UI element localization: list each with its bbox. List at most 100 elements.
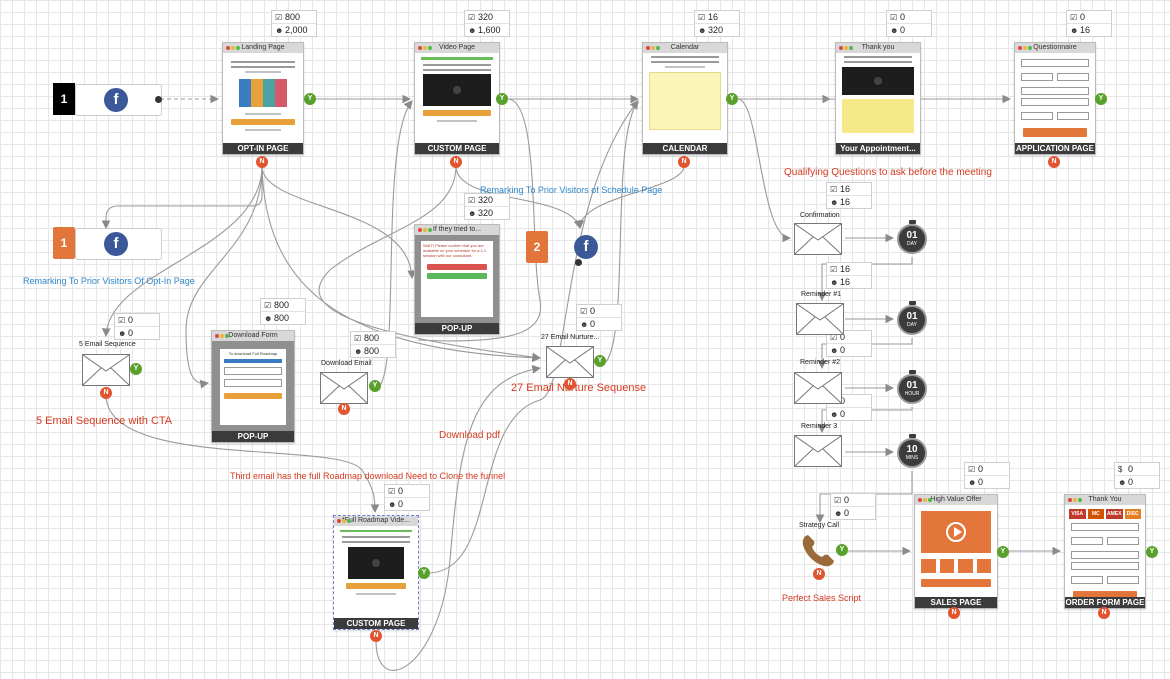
stat-row: ☻0: [827, 344, 871, 356]
checkbox-icon: ☑: [388, 487, 396, 496]
person-icon: ☻: [1118, 478, 1127, 487]
page-type-label: CUSTOM PAGE: [334, 618, 418, 629]
connection-handle[interactable]: [155, 96, 162, 103]
facebook-traffic-source[interactable]: f: [75, 84, 162, 116]
email-node[interactable]: [82, 354, 130, 386]
annotation: Qualifying Questions to ask before the m…: [784, 167, 992, 178]
no-path-button[interactable]: N: [813, 568, 825, 580]
person-icon: ☻: [830, 346, 839, 355]
stat-value: 16: [840, 184, 851, 194]
facebook-icon[interactable]: f: [574, 235, 598, 259]
timer-unit: DAY: [907, 241, 917, 247]
yes-path-button[interactable]: Y: [997, 546, 1009, 558]
email-node[interactable]: [320, 372, 368, 404]
no-path-button[interactable]: N: [450, 156, 462, 168]
stat-value: 0: [844, 495, 850, 505]
yes-path-button[interactable]: Y: [304, 93, 316, 105]
stat-box-download-form: ☑800☻800: [260, 298, 306, 325]
facebook-retarget-source[interactable]: f: [75, 228, 162, 260]
envelope-icon: [547, 347, 593, 377]
email-node[interactable]: [794, 435, 842, 467]
stat-row: ☻16: [1067, 24, 1111, 36]
opt-in-page-node[interactable]: Landing Page OPT-IN PAGE: [222, 42, 304, 155]
order-form-page-node[interactable]: Thank You VISA MC AMEX DISC ORDER FORM P…: [1064, 494, 1146, 609]
connection-handle[interactable]: [575, 259, 582, 266]
no-path-button[interactable]: N: [948, 607, 960, 619]
phone-label: Strategy Call: [799, 522, 840, 529]
email-node[interactable]: [794, 223, 842, 255]
stat-value: 320: [478, 195, 494, 205]
envelope-icon: [795, 224, 841, 254]
card-logos: VISA MC AMEX DISC: [1069, 509, 1141, 519]
yes-path-button[interactable]: Y: [594, 355, 606, 367]
yes-path-button[interactable]: Y: [130, 363, 142, 375]
envelope-icon: [795, 436, 841, 466]
envelope-icon: [83, 355, 129, 385]
page-type-label: POP-UP: [415, 323, 499, 334]
page-thumbnail: [223, 53, 303, 143]
thank-you-page-node[interactable]: Thank you Your Appointment...: [835, 42, 921, 155]
roadmap-page-node[interactable]: *Full Roadmap Vide... CUSTOM PAGE: [333, 515, 419, 630]
mastercard-logo: MC: [1087, 509, 1104, 519]
retarget-badge: 2: [526, 231, 548, 263]
page-title: If they tried to...: [432, 226, 482, 233]
yes-path-button[interactable]: Y: [1095, 93, 1107, 105]
checkbox-icon: ☑: [468, 13, 476, 22]
stat-value: 16: [840, 277, 851, 287]
connector: [261, 165, 417, 280]
yes-path-button[interactable]: Y: [369, 380, 381, 392]
yes-path-button[interactable]: Y: [418, 567, 430, 579]
yes-path-button[interactable]: Y: [496, 93, 508, 105]
page-thumbnail: [334, 526, 418, 618]
no-path-button[interactable]: N: [100, 387, 112, 399]
stat-box-email-seq5: ☑0☻0: [114, 313, 160, 340]
person-icon: ☻: [968, 478, 977, 487]
annotation: Download pdf: [439, 430, 501, 441]
no-path-button[interactable]: N: [1098, 607, 1110, 619]
step-number-badge: 1: [53, 83, 75, 115]
no-path-button[interactable]: N: [370, 630, 382, 642]
yes-path-button[interactable]: Y: [1146, 546, 1158, 558]
popup-page-node[interactable]: If they tried to... WAIT! Please confirm…: [414, 224, 500, 335]
no-path-button[interactable]: N: [1048, 156, 1060, 168]
stat-box-nurture27: ☑0☻0: [576, 304, 622, 331]
email-node[interactable]: [546, 346, 594, 378]
calendar-page-node[interactable]: Calendar CALENDAR: [642, 42, 728, 155]
annotation: Perfect Sales Script: [782, 593, 862, 603]
download-form-popup-node[interactable]: Download Form To download Full Roadmap P…: [211, 330, 295, 443]
stat-box-reminder1: ☑16☻16: [826, 262, 872, 289]
no-path-button[interactable]: N: [256, 156, 268, 168]
connector: [417, 98, 542, 342]
popup-text: WAIT! Please confirm that you are availa…: [423, 243, 487, 258]
annotation: 5 Email Sequence with CTA: [36, 415, 173, 427]
email-node[interactable]: [794, 372, 842, 404]
no-path-button[interactable]: N: [678, 156, 690, 168]
yes-path-button[interactable]: Y: [726, 93, 738, 105]
page-type-label: CALENDAR: [643, 143, 727, 154]
yes-path-button[interactable]: Y: [836, 544, 848, 556]
email-node[interactable]: [796, 303, 844, 335]
stat-row: ☻0: [577, 318, 621, 330]
stat-value: 0: [1128, 464, 1134, 474]
connector: [185, 165, 263, 389]
page-title: Video Page: [438, 44, 476, 51]
sales-page-node[interactable]: High Value Offer SALES PAGE: [914, 494, 998, 609]
retarget-badge: 1: [53, 227, 75, 259]
stat-row: ☻800: [261, 312, 305, 324]
stat-value: 320: [708, 25, 724, 35]
stat-value: 1,600: [478, 25, 501, 35]
stat-row: ☑16: [695, 11, 739, 24]
stat-row: ☑16: [827, 263, 871, 276]
video-page-node[interactable]: Video Page CUSTOM PAGE: [414, 42, 500, 155]
person-icon: ☻: [830, 410, 839, 419]
phone-icon[interactable]: [800, 533, 836, 569]
no-path-button[interactable]: N: [338, 403, 350, 415]
stat-value: 800: [285, 12, 301, 22]
application-page-node[interactable]: Questionnaire APPLICATION PAGE: [1014, 42, 1096, 155]
no-path-button[interactable]: N: [564, 378, 576, 390]
stat-row: $0: [1115, 463, 1159, 476]
